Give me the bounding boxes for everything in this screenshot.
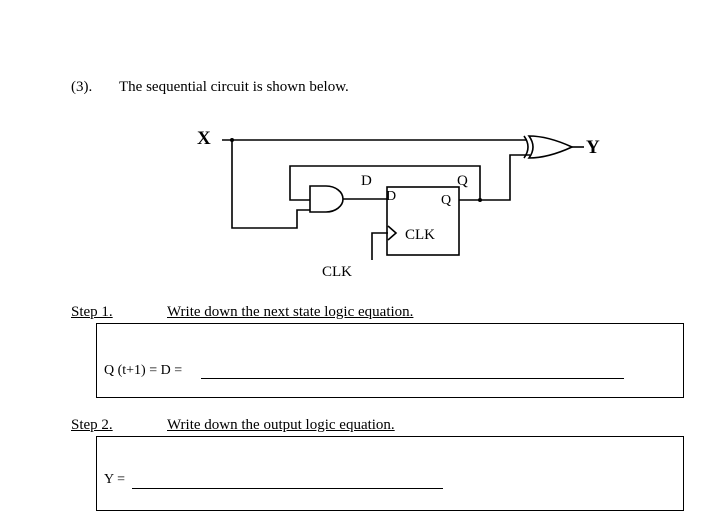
xor-gate-body [527, 135, 574, 159]
d-wire-label: D [361, 173, 372, 189]
step2-equation-label: Y = [104, 472, 125, 487]
junction-q [478, 198, 482, 202]
q-wire-label: Q [457, 173, 468, 189]
step1-answer-box [96, 323, 684, 398]
and-gate [309, 185, 344, 213]
output-y-label: Y [586, 137, 600, 158]
step1-label: Step 1. [71, 304, 113, 320]
step1-instruction: Write down the next state logic equation… [167, 304, 414, 320]
clock-label: CLK [322, 264, 352, 280]
xor-gate-back-curve [523, 135, 529, 159]
input-x-label: X [197, 128, 211, 149]
ff-d-pin-label: D [386, 189, 397, 204]
problem-statement: The sequential circuit is shown below. [119, 79, 349, 95]
wire-q-output [459, 154, 530, 201]
clock-triangle [387, 225, 398, 241]
step2-answer-line[interactable] [132, 488, 443, 489]
step2-answer-box [96, 436, 684, 511]
wire-clock [371, 232, 388, 260]
wire-x-branch [231, 140, 310, 229]
step2-instruction: Write down the output logic equation. [167, 417, 395, 433]
step2-label: Step 2. [71, 417, 113, 433]
step1-equation-label: Q (t+1) = D = [104, 363, 183, 378]
ff-q-pin-label: Q [441, 193, 452, 208]
ff-clk-pin-label: CLK [405, 227, 435, 243]
d-flip-flop [386, 186, 460, 256]
junction-x [230, 138, 234, 142]
step1-answer-line[interactable] [201, 378, 624, 379]
problem-number: (3). [71, 79, 93, 95]
wire-q-feedback [289, 165, 481, 201]
